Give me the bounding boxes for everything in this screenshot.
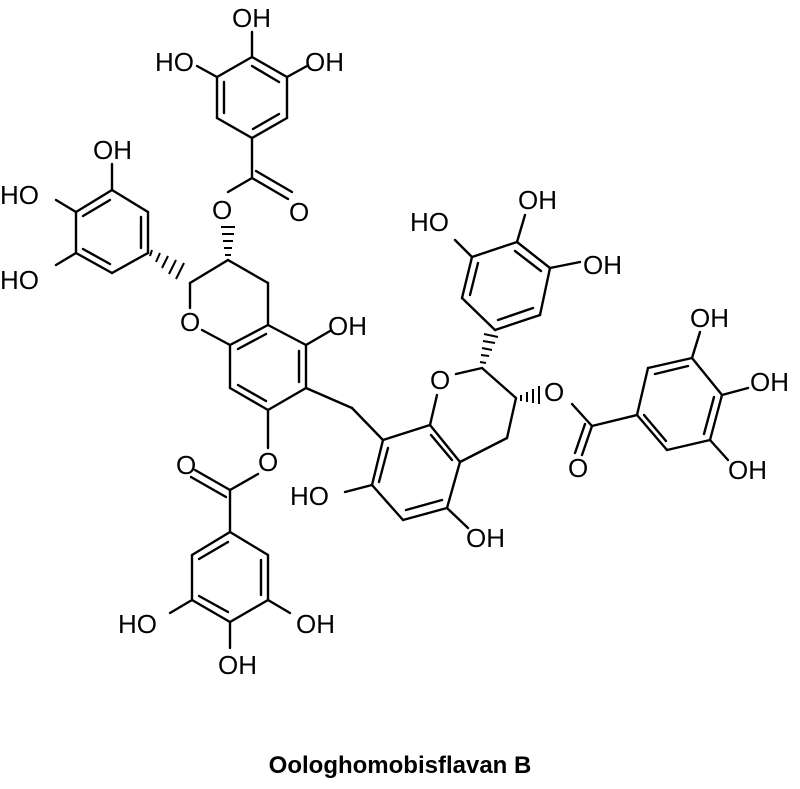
bottom-galloyl-ho-left: HO	[118, 609, 157, 639]
unit2-ho-c7: HO	[290, 481, 329, 511]
unit1-flavan-core	[149, 226, 354, 450]
bottom-galloyl-oh-bottom: OH	[218, 650, 257, 680]
unit2-ring-o: O	[430, 365, 450, 395]
top-galloyl-carbonyl-o: O	[289, 197, 309, 227]
unit2-oh-c5: OH	[466, 523, 505, 553]
bottom-galloyl-oh-right: OH	[296, 609, 335, 639]
right-galloyl-oh-top: OH	[690, 303, 729, 333]
unit2-flavan-core	[343, 333, 540, 530]
left-b-ring	[54, 162, 150, 275]
right-galloyl-carbonyl-o: O	[568, 453, 588, 483]
top-galloyl-ho-left: HO	[155, 47, 194, 77]
right-b-ring-oh-right: OH	[583, 250, 622, 280]
unit2-ester-o-c3: O	[544, 377, 564, 407]
bottom-galloyl-carbonyl-o: O	[176, 450, 196, 480]
right-galloyl-oh-bottom: OH	[728, 455, 767, 485]
right-b-ring-oh-top: OH	[518, 185, 557, 215]
compound-name-caption: Oologhomobisflavan B	[268, 752, 532, 779]
right-galloyl-oh-mid: OH	[750, 367, 789, 397]
top-galloyl-ester-o: O	[212, 195, 232, 225]
left-b-ring-oh-top: OH	[93, 135, 132, 165]
top-galloyl-oh-top: OH	[232, 3, 271, 33]
unit1-ring-o: O	[180, 307, 200, 337]
top-galloyl-group	[195, 30, 309, 201]
right-b-ring-ho-left: HO	[410, 207, 449, 237]
bottom-galloyl-group	[168, 468, 292, 650]
unit1-ester-o-c7: O	[258, 447, 278, 477]
right-b-ring	[453, 213, 582, 332]
right-galloyl-group	[570, 330, 750, 462]
unit1-oh-c5: OH	[328, 311, 367, 341]
left-b-ring-ho-mid: HO	[0, 180, 39, 210]
left-b-ring-ho-bottom: HO	[0, 265, 39, 295]
top-galloyl-oh-right: OH	[305, 47, 344, 77]
